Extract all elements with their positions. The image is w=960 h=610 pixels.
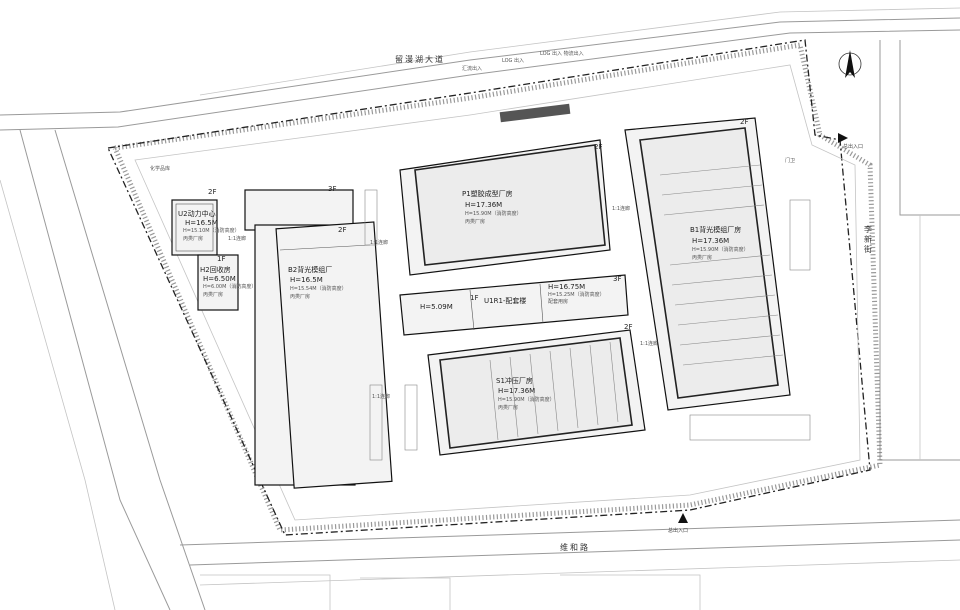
s1-sub: H=15.90M（消防高度）: [498, 396, 555, 403]
east-entrance-label: 总出入口: [843, 143, 863, 150]
p1-floors: 2F: [594, 143, 602, 151]
b1-name: B1背光模组厂房: [690, 225, 741, 234]
corridor-label: 1:1连廊: [228, 235, 246, 242]
h2-name: H2回收房: [200, 265, 231, 274]
u1r1-height-left: H=5.09M: [420, 303, 453, 311]
s1-height: H=17.36M: [498, 387, 535, 395]
u2-height: H=16.5M: [185, 219, 218, 227]
lane-label-d: 1:1连廊: [640, 340, 658, 347]
u2-cat: 丙类厂房: [183, 235, 203, 242]
lane-label-a: 1:1连廊: [370, 239, 388, 246]
north-gate-label-2: LOG 出入: [502, 57, 524, 64]
b1-height: H=17.36M: [692, 237, 729, 245]
s1-cat: 丙类厂房: [498, 404, 518, 411]
b2-floors: 2F: [338, 226, 346, 234]
north-gate-label-1: 汇流出入: [462, 65, 482, 72]
h2-height: H=6.50M: [203, 275, 236, 283]
u2-name: U2动力中心: [178, 209, 216, 218]
u1r1-name: U1R1-配套楼: [484, 296, 526, 305]
south-entrance-label: 总出入口: [668, 527, 688, 534]
b2-floors-top: 3F: [328, 185, 336, 193]
b1-floors: 2F: [740, 118, 748, 126]
b1-sub: H=15.90M（消防高度）: [692, 246, 749, 253]
u1r1-cat: 配套用房: [548, 298, 568, 305]
road-name-east: 李新街: [864, 224, 873, 255]
building-p1: [399, 139, 611, 276]
u1r1-height: H=16.75M: [548, 283, 585, 291]
north-gate-label-3: LOG 出入 物流出入: [540, 50, 584, 57]
h2-cat: 丙类厂房: [203, 291, 223, 298]
building-h2: [197, 254, 239, 311]
u1r1-sub: H=15.25M（消防高度）: [548, 291, 605, 298]
building-s1: [427, 329, 646, 456]
p1-name: P1塑胶成型厂房: [462, 189, 513, 198]
east-entrance-arrow-icon: [838, 133, 848, 143]
building-b1: [624, 117, 791, 411]
building-b2: [244, 189, 393, 489]
parking-strips: [364, 189, 811, 461]
u1r1-floors-left: 1F: [470, 294, 478, 302]
south-entrance-arrow-icon: [678, 513, 688, 523]
h2-sub: H=6.00M（消防高度）: [203, 283, 256, 290]
b2-name: B2背光模组厂: [288, 265, 332, 274]
s1-bay-lines: [489, 341, 619, 441]
lane-label-b: 1:1连廊: [372, 393, 390, 400]
b1-cat: 丙类厂房: [692, 254, 712, 261]
p1-sub: H=15.90M（消防高度）: [465, 210, 522, 217]
north-arrow-icon: [838, 50, 862, 78]
p1-cat: 丙类厂房: [465, 218, 485, 225]
gate-house-label: 门卫: [785, 157, 795, 164]
lane-label-c: 1:1连廊: [612, 205, 630, 212]
b2-cat: 丙类厂房: [290, 293, 310, 300]
b2-height: H=16.5M: [290, 276, 323, 284]
s1-floors: 2F: [624, 323, 632, 331]
p1-height: H=17.36M: [465, 201, 502, 209]
north-gate-hatch: [499, 103, 571, 123]
building-u1r1: [399, 274, 629, 336]
chemical-store-label: 化学品库: [150, 165, 170, 172]
h2-floors: 1F: [217, 255, 225, 263]
u2-floors: 2F: [208, 188, 216, 196]
b2-sub: H=15.54M（消防高度）: [290, 285, 347, 292]
u2-sub: H=15.10M（消防高度）: [183, 227, 240, 234]
road-name-north: 留漫湖大道: [395, 54, 445, 64]
u1r1-floors: 3F: [613, 275, 621, 283]
road-name-south: 维和路: [560, 542, 590, 552]
b1-parking-grid: [659, 164, 784, 366]
building-u2: [171, 199, 218, 256]
s1-name: S1冲压厂房: [496, 376, 533, 385]
